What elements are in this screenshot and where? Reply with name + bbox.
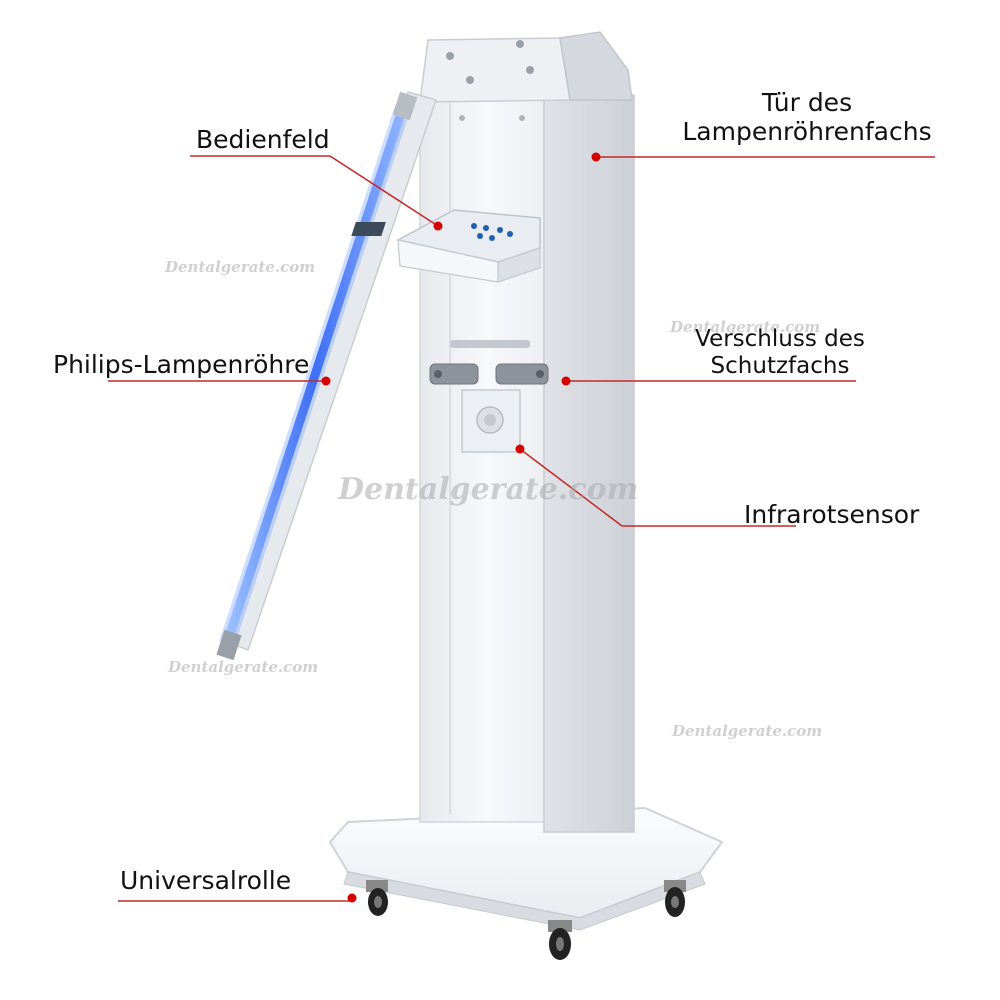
base-platform: [328, 806, 724, 931]
main-column: [419, 94, 635, 833]
label-universal: Universalrolle: [120, 866, 292, 895]
label-verschluss: Verschluss des Schutzfachs: [690, 326, 870, 380]
watermark: Dentalgerate.com: [338, 472, 639, 507]
label-verschluss-line2: Schutzfachs: [710, 353, 850, 379]
label-bedienfeld: Bedienfeld: [196, 125, 330, 154]
watermark: Dentalgerate.com: [672, 722, 823, 740]
watermark: Dentalgerate.com: [168, 658, 319, 676]
label-tuer-line2: Lampenröhrenfachs: [682, 117, 932, 146]
callout-lines: [108, 155, 935, 902]
watermark: Dentalgerate.com: [165, 258, 316, 276]
callout-dots: [321, 152, 601, 903]
watermark: Dentalgerate.com: [670, 318, 821, 336]
lamp-arm: [216, 91, 437, 661]
latches: [429, 340, 549, 385]
label-tuer-line1: Tür des: [761, 88, 853, 117]
label-philips: Philips-Lampenröhre: [53, 350, 310, 379]
caster-wheels: [366, 880, 686, 960]
top-mount-bracket: [419, 31, 633, 121]
label-infrarot: Infrarotsensor: [744, 500, 920, 529]
label-verschluss-line1: Verschluss des: [695, 326, 865, 352]
label-tuer: Tür des Lampenröhrenfachs: [672, 88, 942, 146]
infrared-sensor: [461, 389, 521, 453]
